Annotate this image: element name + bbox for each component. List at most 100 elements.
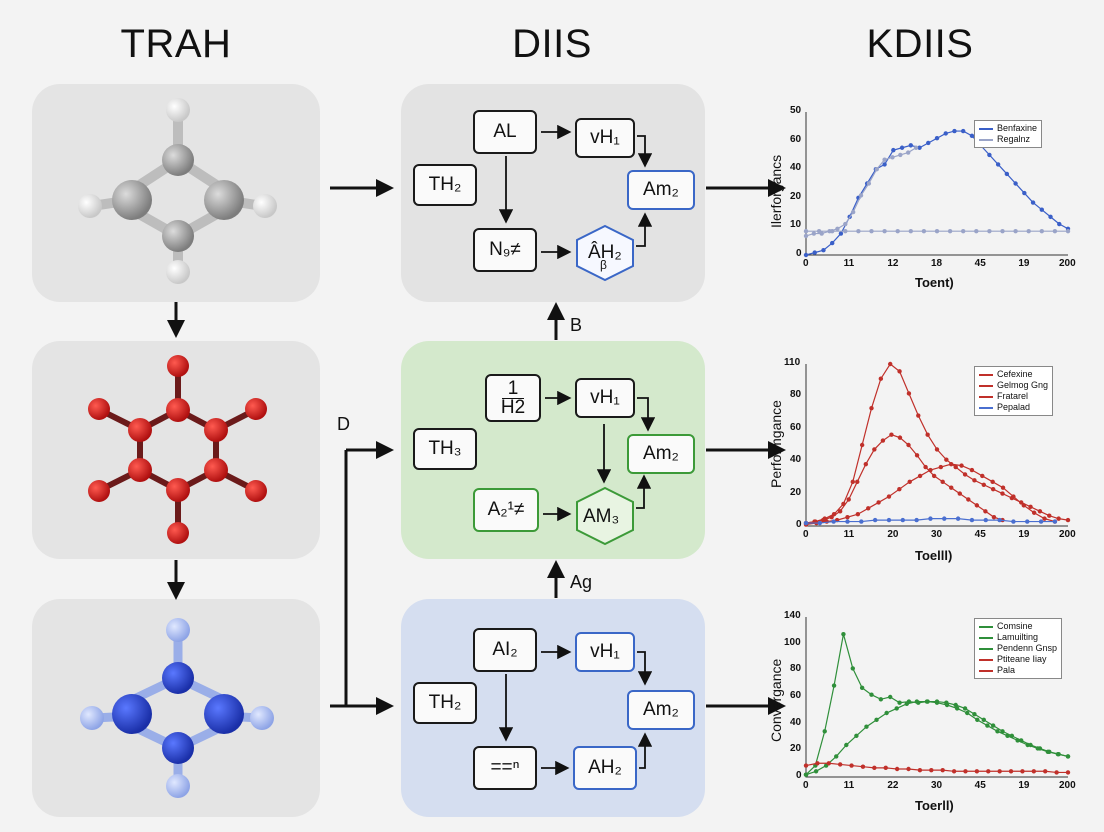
data-point	[961, 228, 966, 234]
data-point	[921, 228, 927, 234]
data-point	[811, 231, 817, 236]
data-point	[891, 147, 896, 153]
data-point	[1043, 769, 1048, 774]
data-point	[1035, 746, 1040, 751]
data-point	[944, 457, 949, 462]
legend-label: Lamuilting	[997, 632, 1039, 642]
data-point	[959, 463, 964, 468]
x-tick-label: 19	[1018, 780, 1030, 791]
data-point	[855, 512, 861, 517]
legend-item: Pepalad	[979, 402, 1048, 413]
data-point	[963, 769, 968, 774]
legend-label: Fratarel	[997, 391, 1029, 401]
data-point	[835, 226, 840, 231]
data-point	[869, 228, 874, 234]
data-point	[1042, 516, 1047, 521]
data-point	[934, 136, 940, 141]
data-point	[866, 181, 872, 186]
data-point	[997, 769, 1002, 774]
data-point	[872, 517, 878, 523]
data-point	[934, 228, 940, 234]
x-tick-label: 22	[887, 780, 899, 791]
node-th2: TH₂	[413, 682, 477, 724]
data-point	[917, 473, 923, 479]
data-point	[962, 472, 968, 477]
legend-item: Pala	[979, 665, 1057, 676]
data-point	[894, 766, 900, 772]
data-point	[826, 761, 831, 766]
legend-item: Benfaxine	[979, 123, 1037, 134]
y-tick-label: 50	[790, 105, 802, 116]
data-point	[969, 133, 975, 139]
data-point	[1011, 494, 1016, 499]
data-point	[831, 683, 837, 688]
data-point	[913, 145, 919, 150]
data-point	[860, 764, 866, 769]
data-point	[925, 432, 930, 437]
data-point	[981, 717, 986, 723]
data-point	[1030, 200, 1036, 205]
data-point	[995, 162, 1001, 167]
hexagon-ah2-sub: β	[600, 258, 607, 272]
data-point	[831, 519, 836, 524]
y-tick-label: 40	[790, 162, 802, 174]
data-point	[837, 762, 843, 767]
data-point	[917, 767, 923, 773]
node-ah2: AH₂	[573, 746, 637, 790]
y-tick-label: 20	[790, 743, 802, 755]
legend-swatch	[979, 658, 993, 661]
series-line	[805, 130, 1069, 256]
data-point	[1013, 228, 1018, 234]
data-point	[822, 729, 827, 734]
data-point	[874, 167, 879, 172]
x-tick-label: 0	[803, 780, 809, 791]
data-point	[995, 729, 1000, 734]
legend-swatch	[979, 373, 993, 376]
data-point	[908, 228, 913, 234]
data-point	[990, 479, 995, 485]
data-point	[983, 509, 988, 514]
data-point	[816, 228, 822, 234]
data-point	[986, 769, 991, 774]
data-point	[951, 769, 957, 774]
hexagon-ah2-label: ÂH₂	[588, 242, 622, 263]
data-point	[1065, 754, 1071, 759]
node-am2: Am₂	[627, 690, 695, 730]
legend-item: Gelmog Gng	[979, 380, 1048, 391]
data-point	[1056, 516, 1061, 521]
data-point	[957, 491, 962, 496]
data-point	[940, 479, 945, 485]
data-point	[972, 478, 977, 483]
data-point	[1004, 171, 1010, 177]
data-point	[869, 405, 874, 411]
data-point	[934, 700, 940, 705]
node-vh1: vH₁	[575, 378, 635, 418]
y-tick-label: 10	[790, 219, 802, 231]
y-tick-label: 80	[790, 663, 802, 675]
data-point	[987, 228, 992, 234]
molecule-blue	[80, 618, 274, 798]
hexagon-ah2	[576, 224, 634, 282]
data-point	[1015, 738, 1020, 743]
data-point	[1065, 517, 1071, 523]
x-tick-label: 30	[931, 529, 943, 540]
x-tick-label: 11	[843, 258, 855, 269]
data-point	[1039, 228, 1044, 234]
data-point	[872, 765, 877, 771]
data-point	[882, 162, 887, 167]
data-point	[953, 702, 958, 708]
data-point	[803, 233, 809, 239]
data-point	[1000, 485, 1006, 490]
data-point	[916, 413, 921, 418]
legend-item: Cefexine	[979, 369, 1048, 380]
data-point	[962, 706, 968, 711]
legend-label: Cefexine	[997, 369, 1033, 379]
title-trah: TRAH	[120, 22, 232, 66]
data-point	[974, 769, 980, 774]
y-tick-label: 110	[784, 357, 801, 368]
data-point	[1005, 733, 1010, 739]
data-point	[883, 765, 888, 771]
